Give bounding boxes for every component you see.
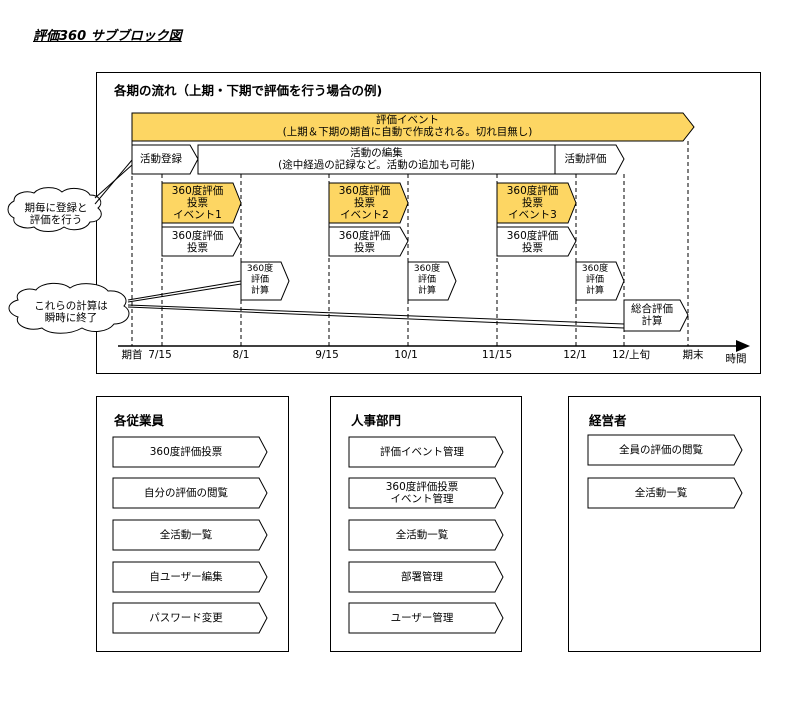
hr-item-5[interactable]: ユーザー管理 xyxy=(390,612,454,624)
vote-event-3-label: 360度評価 投票 イベント3 xyxy=(506,185,559,221)
axis-label-0915: 9/15 xyxy=(315,349,339,361)
hr-item-2-shape xyxy=(348,477,504,509)
exec-item-2-shape xyxy=(587,477,743,509)
emp-item-3-shape xyxy=(112,519,268,551)
calc-2-label: 360度 評価 計算 xyxy=(413,264,441,296)
panel-employee-title: 各従業員 xyxy=(114,413,165,428)
axis-label-end: 期末 xyxy=(682,349,704,361)
hr-item-2[interactable]: 360度評価投票 イベント管理 xyxy=(385,481,459,505)
calc-1-label: 360度 評価 計算 xyxy=(246,264,274,296)
hr-item-4[interactable]: 部署管理 xyxy=(401,571,443,583)
emp-item-3[interactable]: 全活動一覧 xyxy=(159,529,213,541)
exec-item-1-shape xyxy=(587,434,743,466)
register-label: 活動登録 xyxy=(140,153,182,165)
emp-item-2-shape xyxy=(112,477,268,509)
edit-label: 活動の編集 (途中経過の記録など。活動の追加も可能) xyxy=(278,147,475,171)
hr-item-3-shape xyxy=(348,519,504,551)
total-calc-shape xyxy=(623,299,689,332)
cloud-register-shape xyxy=(7,187,102,232)
panel-hr-title: 人事部門 xyxy=(351,413,402,428)
hr-item-1-shape xyxy=(348,436,504,468)
cloud-register-label: 期毎に登録と 評価を行う xyxy=(24,202,88,226)
emp-item-4-shape xyxy=(112,561,268,593)
exec-item-2[interactable]: 全活動一覧 xyxy=(634,487,688,499)
vote-event-1-label: 360度評価 投票 イベント1 xyxy=(171,185,224,221)
hr-item-4-shape xyxy=(348,561,504,593)
emp-item-5-shape xyxy=(112,602,268,634)
vote-1-label: 360度評価 投票 xyxy=(171,230,224,254)
vote-2-label: 360度評価 投票 xyxy=(338,230,391,254)
exec-item-1[interactable]: 全員の評価の閲覧 xyxy=(619,444,703,456)
axis-label-1201: 12/1 xyxy=(563,349,587,361)
emp-item-1-shape xyxy=(112,436,268,468)
axis-label-1001: 10/1 xyxy=(394,349,418,361)
total-calc-label: 総合評価 計算 xyxy=(631,303,673,327)
calc-3-label: 360度 評価 計算 xyxy=(581,264,609,296)
emp-item-5[interactable]: パスワード変更 xyxy=(149,612,223,624)
axis-label-0801: 8/1 xyxy=(232,349,250,361)
emp-item-4[interactable]: 自ユーザー編集 xyxy=(149,571,223,583)
cloud-calc-shape xyxy=(8,282,130,334)
emp-item-2[interactable]: 自分の評価の閲覧 xyxy=(144,487,228,499)
event-bar-label: 評価イベント (上期＆下期の期首に自動で作成される。切れ目無し) xyxy=(282,114,533,138)
event-bar-shape xyxy=(131,112,695,142)
emp-item-1[interactable]: 360度評価投票 xyxy=(149,446,223,458)
page-title: 評価360 サブブロック図 xyxy=(33,29,182,44)
hr-item-3[interactable]: 全活動一覧 xyxy=(395,529,449,541)
axis-label-start: 期首 xyxy=(121,349,143,361)
timeline-title: 各期の流れ（上期・下期で評価を行う場合の例) xyxy=(114,83,383,98)
vote-3-label: 360度評価 投票 xyxy=(506,230,559,254)
panel-executive-title: 経営者 xyxy=(589,413,627,428)
cloud-calc-label: これらの計算は 瞬時に終了 xyxy=(34,300,108,324)
hr-item-5-shape xyxy=(348,602,504,634)
time-guides xyxy=(131,141,689,346)
activity-eval-shape xyxy=(554,144,625,175)
axis-label-0715: 7/15 xyxy=(148,349,172,361)
activity-eval-label: 活動評価 xyxy=(564,153,607,165)
axis-unit: 時間 xyxy=(725,353,747,365)
axis-label-1201-early: 12/上旬 xyxy=(612,349,650,361)
axis-label-1115: 11/15 xyxy=(481,349,513,361)
time-axis-arrow xyxy=(736,340,750,352)
vote-event-2-label: 360度評価 投票 イベント2 xyxy=(338,185,391,221)
hr-item-1[interactable]: 評価イベント管理 xyxy=(380,446,464,458)
